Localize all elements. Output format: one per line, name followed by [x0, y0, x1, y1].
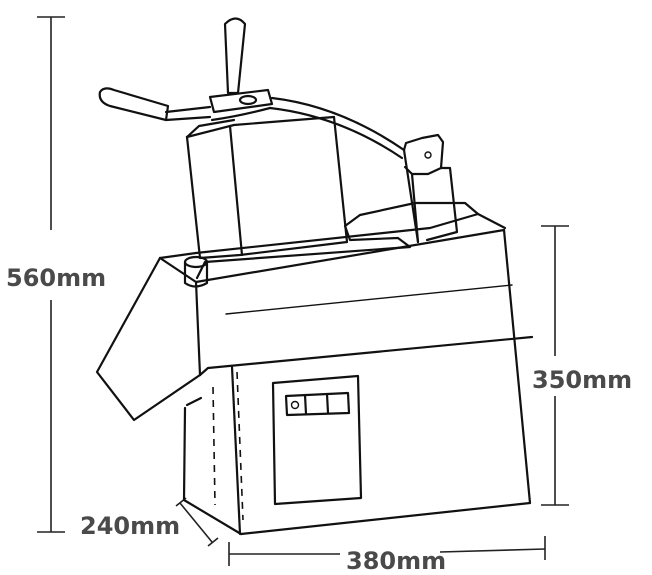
top-knob: [183, 255, 209, 288]
pusher-handle: [208, 17, 274, 114]
width-dimension-line: [228, 536, 546, 566]
hopper: [185, 115, 349, 260]
body-height-label: 350mm: [532, 366, 633, 394]
depth-label: 240mm: [80, 512, 181, 540]
pivot-bracket: [402, 133, 459, 244]
height-dimension-line: [37, 16, 65, 533]
machine-base: [95, 201, 534, 536]
lever-arm: [98, 87, 406, 160]
control-panel: [271, 374, 363, 506]
width-label: 380mm: [346, 547, 447, 575]
body-height-dimension-line: [541, 225, 569, 506]
depth-dimension-line: [175, 497, 219, 547]
height-label: 560mm: [6, 264, 107, 292]
